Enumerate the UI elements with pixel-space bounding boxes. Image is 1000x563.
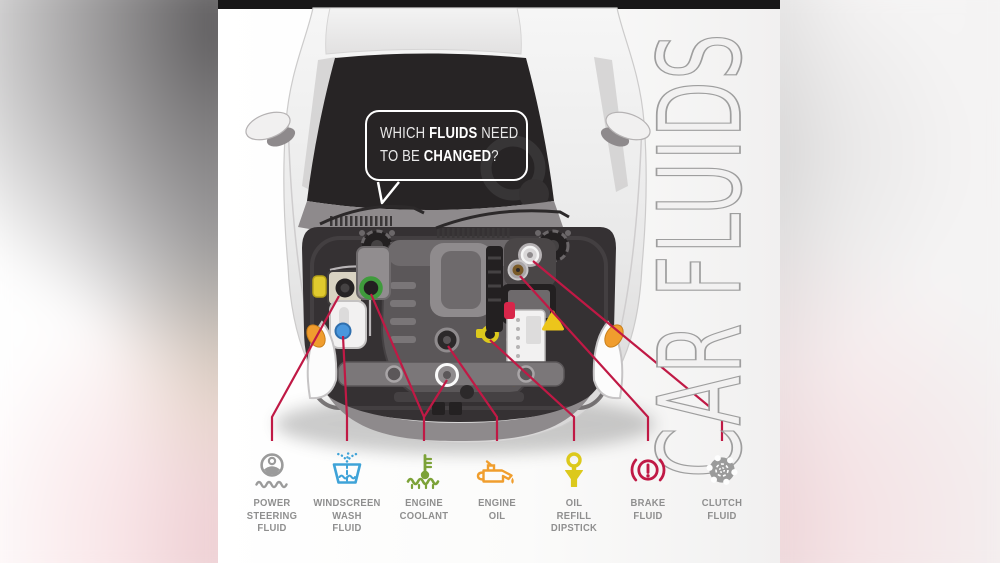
clutch-fluid-icon xyxy=(706,455,738,485)
car-roof xyxy=(325,7,522,55)
horn xyxy=(460,385,474,399)
fluid-item-oil-dipstick: OIL REFILL DIPSTICK xyxy=(529,448,619,535)
fluid-label: ENGINE COOLANT xyxy=(399,497,449,522)
right-wiper xyxy=(435,209,570,230)
fluid-label: ENGINE OIL xyxy=(478,497,516,522)
fluid-item-brake-fluid: BRAKE FLUID xyxy=(603,448,693,522)
leader-engine-oil xyxy=(447,345,499,441)
bubble-text: TO BE xyxy=(380,148,420,165)
engine-oil-icon xyxy=(476,460,514,484)
leader-clutch-fluid xyxy=(532,260,724,441)
bubble-text-bold: CHANGED xyxy=(423,148,492,165)
fluid-label: CLUTCH FLUID xyxy=(701,497,743,522)
top-black-bar xyxy=(218,0,780,9)
left-wiper xyxy=(319,204,425,226)
fluid-item-engine-coolant: ENGINE COOLANT xyxy=(379,448,469,522)
left-reservoir-cluster xyxy=(312,246,391,349)
leader-power-steering xyxy=(270,295,340,441)
windscreen-wash-icon xyxy=(332,451,362,484)
blurred-left-panel xyxy=(0,0,218,563)
fluid-item-power-steering: POWER STEERING FLUID xyxy=(227,448,317,535)
fluid-item-clutch-fluid: CLUTCH FLUID xyxy=(677,448,767,522)
warning-triangle xyxy=(542,310,564,331)
hood-detail-circle xyxy=(519,179,549,209)
leader-oil-dipstick xyxy=(489,339,576,441)
leader-engine-coolant xyxy=(369,293,448,441)
bubble-text: NEED xyxy=(481,125,519,142)
hood-detail-ring xyxy=(480,135,546,201)
leader-lines xyxy=(270,260,724,441)
oil-refill-dipstick-icon xyxy=(565,452,583,487)
front-bumper xyxy=(328,396,590,441)
leader-windscreen-wash xyxy=(341,335,349,441)
battery-positive-terminal xyxy=(504,302,515,319)
engine-coolant-icon xyxy=(406,454,440,490)
bubble-text: WHICH xyxy=(380,125,426,142)
fluid-item-windscreen-wash: WINDSCREEN WASH FLUID xyxy=(302,448,392,535)
fluid-label: OIL REFILL DIPSTICK xyxy=(550,497,598,534)
front-crossmember xyxy=(337,361,565,399)
bubble-question-mark: ? xyxy=(491,148,499,165)
brake-fluid-icon xyxy=(630,458,666,482)
fluid-item-engine-oil: ENGINE OIL xyxy=(452,448,542,522)
bubble-line-2: TO BE CHANGED? xyxy=(380,145,500,168)
fluid-label: WINDSCREEN WASH FLUID xyxy=(313,497,381,534)
bubble-text-bold: FLUIDS xyxy=(429,125,478,142)
leader-brake-fluid xyxy=(519,275,650,441)
right-panel-seam xyxy=(619,119,643,333)
power-steering-icon xyxy=(255,453,288,489)
speech-bubble-tail xyxy=(376,181,400,205)
left-mirror xyxy=(245,111,296,147)
fluid-label: BRAKE FLUID xyxy=(630,497,666,522)
coolant-cap xyxy=(359,276,383,300)
bubble-line-1: WHICH FLUIDS NEED xyxy=(380,122,518,145)
infographic-square: WHICH FLUIDS NEED TO BE CHANGED? CAR FLU… xyxy=(218,0,780,563)
right-mirror xyxy=(600,111,651,147)
blurred-right-panel xyxy=(780,0,1000,563)
speech-bubble: WHICH FLUIDS NEED TO BE CHANGED? xyxy=(365,110,528,181)
fluid-label: POWER STEERING FLUID xyxy=(246,497,298,534)
small-yellow-cap xyxy=(312,275,327,298)
side-title-car-fluids: CAR FLUIDS xyxy=(633,31,768,478)
